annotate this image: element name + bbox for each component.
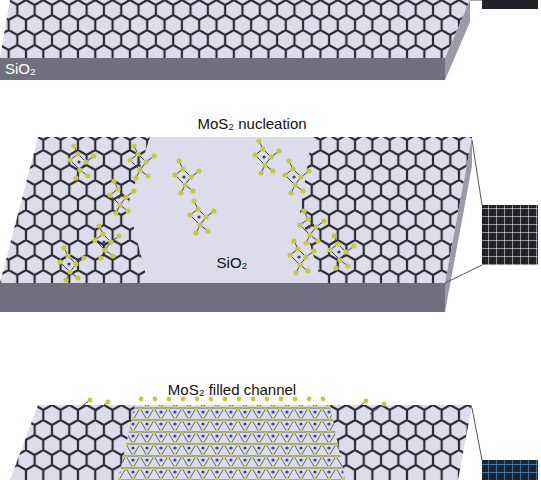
substrate-label: SiO₂ bbox=[5, 61, 36, 78]
substrate-label: SiO₂ bbox=[217, 255, 248, 272]
step-title: MoS₂ filled channel bbox=[168, 382, 296, 399]
step-title: MoS₂ nucleation bbox=[197, 116, 306, 133]
